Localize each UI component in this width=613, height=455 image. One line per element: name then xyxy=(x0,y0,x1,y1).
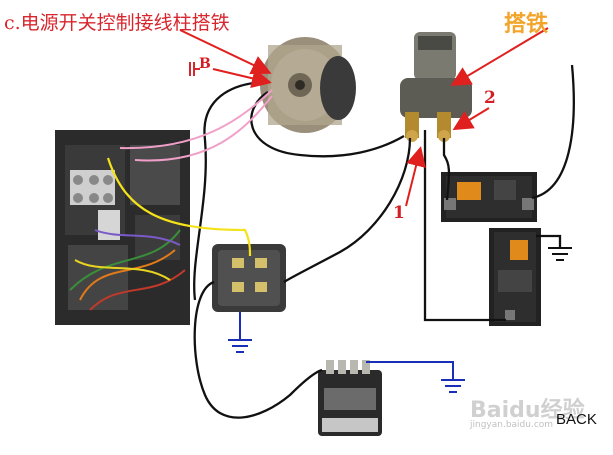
pink-wires xyxy=(119,89,273,162)
wire-term2-battery xyxy=(442,138,451,201)
terminal-b-ground-icon xyxy=(189,62,200,76)
alternator xyxy=(260,37,356,133)
battery-upper xyxy=(441,172,537,222)
diagram-title: c.电源开关控制接线柱搭铁 xyxy=(4,12,230,34)
watermark-url: jingyan.baidu.com xyxy=(470,420,554,430)
arrow-title-to-alternator xyxy=(179,29,272,75)
arrow-callout-2 xyxy=(452,107,490,131)
arrow-b-to-alternator xyxy=(212,68,272,89)
battery-ground-symbol xyxy=(548,247,572,261)
wire-battery-right xyxy=(536,234,562,248)
fuse-relay-panel xyxy=(55,130,190,325)
yellow-wire xyxy=(106,157,252,257)
red-arrows xyxy=(179,27,549,207)
arrow-ground-to-solenoid xyxy=(450,27,549,87)
power-switch xyxy=(318,360,382,436)
wire-alt-bottom xyxy=(250,91,405,158)
watermark-brand: Baidu经验 xyxy=(470,398,585,423)
terminal-b-label: B xyxy=(199,56,211,72)
callout-2-label: 2 xyxy=(484,88,496,108)
back-button[interactable]: BACK xyxy=(556,411,597,428)
wire-relay-switch xyxy=(193,280,323,419)
wire-alt-to-left xyxy=(193,80,271,301)
ground-symbols xyxy=(228,312,465,393)
callout-1-label: 1 xyxy=(393,203,405,223)
switch-ground-wire xyxy=(366,361,454,380)
ground-label: 搭铁 xyxy=(504,11,549,37)
wire-term1-battery xyxy=(423,130,506,322)
starter-solenoid xyxy=(400,32,472,142)
arrow-callout-1 xyxy=(405,146,426,207)
wire-battery-top-right xyxy=(531,64,575,200)
battery-lower xyxy=(489,228,541,326)
wire-solenoid-relay xyxy=(283,137,412,283)
black-wires xyxy=(193,64,575,419)
relay xyxy=(212,244,286,312)
